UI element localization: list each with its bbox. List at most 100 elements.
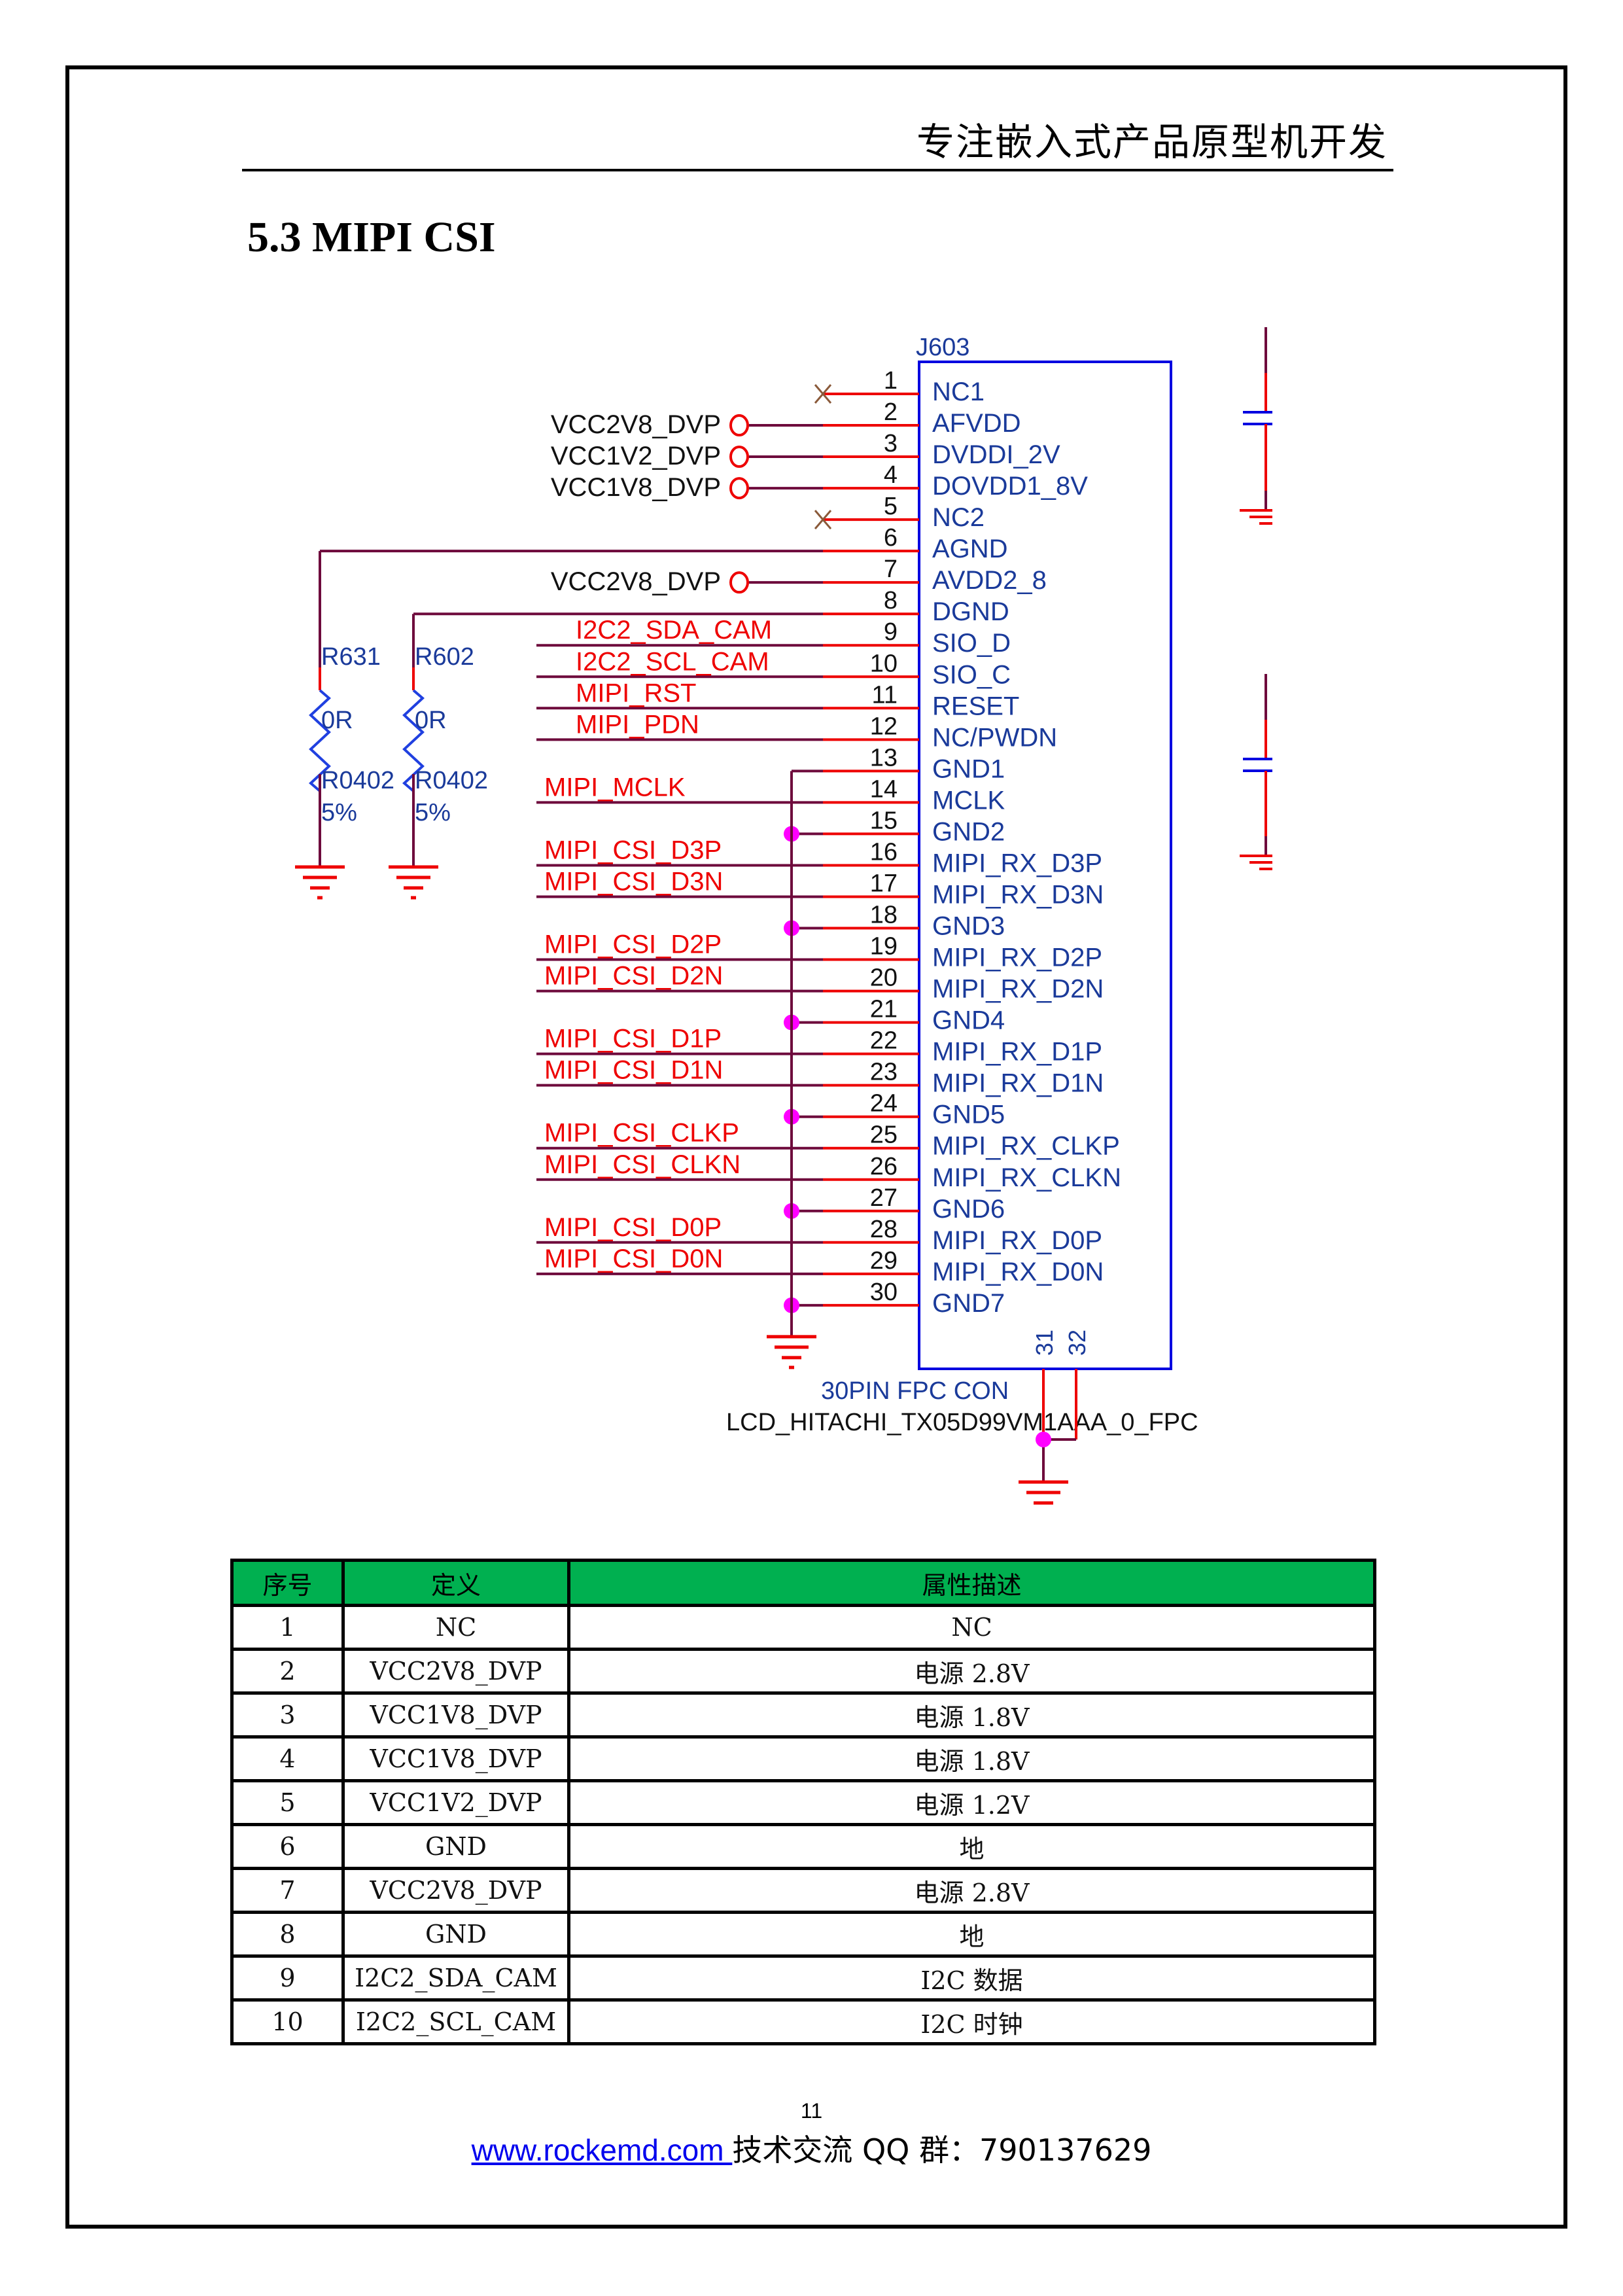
pin-number: 11: [872, 681, 898, 709]
net-label: MIPI_CSI_CLKP: [544, 1119, 739, 1148]
power-net-label: VCC2V8_DVP: [551, 567, 721, 596]
pin-number: 10: [870, 650, 898, 677]
contact-text: 技术交流 QQ 群：790137629: [732, 2132, 1152, 2168]
pin-number: 1: [884, 367, 898, 395]
pin-name: NC2: [932, 503, 985, 532]
pin-name: MIPI_RX_D1N: [932, 1069, 1104, 1098]
pin-name: RESET: [932, 692, 1019, 720]
pin-name: GND6: [932, 1195, 1005, 1224]
ground-icon: [389, 865, 438, 900]
ground-icon: [295, 865, 345, 900]
cell-index: 9: [230, 1954, 345, 2002]
pin-name: MIPI_RX_CLKP: [932, 1132, 1120, 1161]
pin-number: 25: [870, 1122, 898, 1149]
pin-name: MCLK: [932, 786, 1005, 815]
cell-definition: NC: [341, 1604, 570, 1651]
pin-number: 28: [870, 1216, 898, 1243]
schematic-diagram: J603 30PIN FPC CON LCD_HITACHI_TX05D99VM…: [295, 327, 1272, 1505]
net-label: MIPI_CSI_D2N: [544, 962, 723, 991]
pin-number: 12: [870, 713, 898, 740]
resistor-icon: [402, 689, 425, 792]
net-label: MIPI_MCLK: [544, 773, 686, 802]
capacitor-icon: [1240, 327, 1272, 525]
connector-ref: J603: [916, 334, 969, 361]
pin-name: MIPI_RX_CLKN: [932, 1163, 1121, 1192]
net-label: MIPI_CSI_D1P: [544, 1025, 722, 1053]
header-tagline: 专注嵌入式产品原型机开发: [916, 120, 1387, 164]
pin-number: 2: [884, 398, 898, 426]
cell-description: 电源 1.2V: [567, 1779, 1376, 1826]
x-mark-stroke: [814, 510, 832, 530]
net-label: MIPI_CSI_D0N: [544, 1245, 723, 1273]
net-label: MIPI_PDN: [576, 710, 699, 739]
pin-name: GND1: [932, 754, 1005, 783]
pin-name: MIPI_RX_D1P: [932, 1038, 1102, 1067]
net-label: MIPI_CSI_D3P: [544, 836, 722, 864]
header-index: 序号: [230, 1559, 345, 1607]
pin-number: 16: [870, 838, 898, 866]
pin-number: 23: [870, 1059, 898, 1086]
cell-definition: VCC2V8_DVP: [341, 1867, 570, 1914]
pin-number: 18: [870, 902, 898, 929]
pin-name: NC/PWDN: [932, 723, 1057, 752]
footer: www.rockemd.com 技术交流 QQ 群：790137629: [0, 2127, 1623, 2170]
pin-number: 7: [884, 556, 898, 583]
pin-number: 15: [870, 807, 898, 834]
pin-number: 26: [870, 1153, 898, 1180]
power-port-icon: [729, 477, 749, 500]
net-label: MIPI_CSI_D0P: [544, 1213, 722, 1242]
header-description: 属性描述: [567, 1559, 1376, 1607]
pin-number: 17: [870, 870, 898, 897]
power-net-label: VCC1V2_DVP: [551, 442, 721, 470]
pin-number: 20: [870, 964, 898, 992]
pin-number: 30: [870, 1279, 898, 1306]
pin-number: 6: [884, 524, 898, 552]
power-net-label: VCC1V8_DVP: [551, 473, 721, 502]
cell-description: 地: [567, 1823, 1376, 1870]
header-rule: [242, 169, 1393, 171]
pin-number: 13: [870, 744, 898, 771]
connector-description: 30PIN FPC CON: [821, 1377, 1009, 1405]
cell-definition: I2C2_SDA_CAM: [341, 1954, 570, 2002]
cell-definition: VCC1V2_DVP: [341, 1779, 570, 1826]
net-label: MIPI_RST: [576, 679, 696, 707]
page-number: 11: [800, 2099, 823, 2123]
resistor-package: R0402: [321, 767, 394, 794]
cell-description: I2C 数据: [567, 1954, 1376, 2002]
cell-index: 1: [230, 1604, 345, 1651]
net-label: I2C2_SCL_CAM: [576, 647, 769, 676]
no-connect-icon: [814, 384, 832, 404]
pin-number: 3: [884, 430, 898, 457]
table-header-row: 序号 定义 属性描述: [230, 1559, 1376, 1607]
power-port-icon: [729, 414, 749, 437]
pin-name: MIPI_RX_D2P: [932, 944, 1102, 972]
cell-index: 3: [230, 1691, 345, 1739]
pin-name: NC1: [932, 378, 985, 406]
cell-description: 电源 1.8V: [567, 1691, 1376, 1739]
shield-pin-number: 32: [1064, 1330, 1091, 1356]
cell-index: 8: [230, 1911, 345, 1958]
website-link[interactable]: www.rockemd.com: [471, 2133, 733, 2167]
pin-number: 9: [884, 618, 898, 646]
ground-icon: [767, 1335, 816, 1369]
cell-index: 10: [230, 1998, 345, 2045]
pin-name: SIO_C: [932, 660, 1011, 689]
resistor-tolerance: 5%: [415, 799, 451, 826]
pin-name: MIPI_RX_D0P: [932, 1226, 1102, 1255]
cell-index: 4: [230, 1735, 345, 1782]
ground-icon: [1019, 1480, 1068, 1505]
pin-name: GND5: [932, 1101, 1005, 1129]
pin-name: MIPI_RX_D2N: [932, 975, 1104, 1004]
power-port-icon: [729, 571, 749, 594]
pin-number: 21: [870, 996, 898, 1023]
resistor-icon: [308, 689, 332, 792]
power-net-label: VCC2V8_DVP: [551, 410, 721, 439]
resistor-ref: R602: [415, 643, 474, 671]
